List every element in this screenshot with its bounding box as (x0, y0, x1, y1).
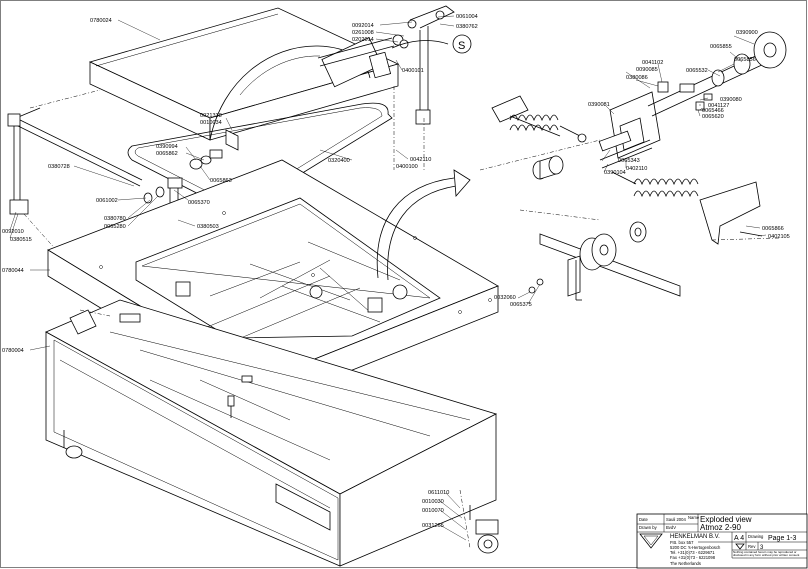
part-label: 0390104 (604, 170, 626, 176)
part-label: 0065866 (762, 226, 784, 232)
part-label: 0065466 (702, 108, 724, 114)
drawn-label: Drawn by (639, 525, 658, 530)
part-label: 0780044 (2, 268, 24, 274)
date-label: Date (639, 517, 649, 522)
company-address-2: 5200 DC 's-Hertogenbosch (670, 545, 721, 550)
lid-hinge-parts (368, 5, 455, 170)
revision-value: 3 (760, 545, 764, 551)
disclaimer-text: Nothing contained herein may be reproduc… (733, 551, 800, 558)
part-label: 0065855 (710, 44, 732, 50)
part-label: 0065370 (188, 200, 210, 206)
company-name: HENKELMAN B.V. (670, 534, 720, 540)
date-value: Sauli 2004 (666, 517, 686, 522)
support-rod-assembly (7, 89, 239, 311)
part-label: 0092014 (352, 23, 374, 29)
part-label: 0320400 (328, 158, 350, 164)
company-address-3: Tel. +31(0)73 - 6229671 (670, 550, 715, 555)
machine-body (45, 299, 499, 567)
hinge-mechanism-detail (479, 31, 787, 301)
part-label: 0092010 (2, 229, 24, 235)
name-label: Name (688, 515, 700, 520)
part-label: 0402110 (626, 166, 647, 172)
part-label: 0261008 (352, 30, 374, 36)
part-label: 0065375 (510, 302, 532, 308)
company-logo (639, 533, 663, 549)
drawing-title: Exploded view (700, 515, 752, 524)
part-label: 0390994 (156, 144, 178, 150)
drawing-label: Drawing (748, 534, 764, 539)
part-label: 0380515 (10, 237, 32, 243)
part-label: 0021318 (200, 113, 222, 119)
part-label: 0010034 (200, 120, 222, 126)
part-label: 0065280 (104, 224, 126, 230)
part-label: 0611010 (428, 490, 449, 496)
company-address-1: P.B. box 557 (670, 540, 694, 545)
part-label: 0010030 (422, 499, 444, 505)
drawing-subtitle: Atmoz 2-90 (700, 523, 741, 532)
title-block: Date Sauli 2004 Drawn by BvdV Name Explo… (636, 513, 808, 569)
part-label: 0031265 (422, 523, 444, 529)
part-label: 0400101 (402, 68, 424, 74)
part-label: 0065532 (686, 68, 708, 74)
part-label: 0402105 (768, 234, 790, 240)
section-callout: S (452, 34, 472, 54)
part-label: 0390081 (588, 102, 610, 108)
paper-format: A 4 (734, 535, 744, 542)
part-label: 0202014 (352, 37, 374, 43)
part-label: 0065856 (734, 57, 756, 63)
part-label: 0390900 (736, 30, 758, 36)
part-label: 0780024 (90, 18, 112, 24)
part-label: 0380762 (456, 24, 478, 30)
part-label: 0061002 (96, 198, 118, 204)
part-label: 0380780 (104, 216, 126, 222)
part-label: 0041102 (642, 60, 663, 66)
part-label: 0041127 (708, 103, 729, 109)
company-address-5: The Netherlands (670, 561, 701, 566)
part-label: 0065862 (156, 151, 178, 157)
drawn-value: BvdV (666, 525, 676, 530)
part-label: 0065620 (702, 114, 724, 120)
part-label: 0065863 (210, 178, 232, 184)
part-label: 0090085 (636, 67, 658, 73)
part-label: 0380503 (197, 224, 219, 230)
part-label: 0400100 (396, 164, 418, 170)
section-callout-letter: S (458, 40, 465, 52)
part-label: 0380728 (48, 164, 70, 170)
part-label: 0390080 (720, 97, 742, 103)
leader-lines (9, 15, 767, 541)
part-label: 0010070 (422, 508, 444, 514)
lid-assembly (88, 7, 400, 141)
part-label: 0380086 (626, 75, 648, 81)
part-label: 0780004 (2, 348, 24, 354)
part-label: 0042110 (410, 157, 431, 163)
part-number-labels: 0780024 0061004 0092014 0380762 0261008 … (2, 14, 790, 529)
part-label: 0065343 (618, 158, 640, 164)
company-address-4: Fax +31(0)73 - 6221098 (670, 555, 716, 560)
revision-label: Rev (748, 544, 756, 549)
part-label: 0032060 (494, 295, 516, 301)
part-label: 0061004 (456, 14, 478, 20)
detail-arrow (376, 169, 471, 281)
page-indicator: Page 1-3 (768, 535, 797, 542)
